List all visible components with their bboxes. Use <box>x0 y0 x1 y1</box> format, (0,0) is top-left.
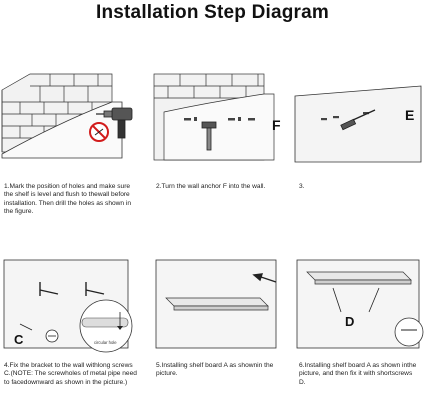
plaster-sheet <box>1 101 123 159</box>
screwdriver-icon <box>340 109 376 131</box>
step-4-panel: C circular hole 4.Fix the bracket to the… <box>0 250 140 406</box>
step-4-illustration: C circular hole <box>3 259 133 353</box>
screw-icon <box>332 287 380 313</box>
screw-icon <box>321 112 369 121</box>
screw-icon <box>19 323 59 343</box>
arrow-icon <box>252 273 277 283</box>
step-3-caption: 3. <box>299 183 305 190</box>
label-d: D <box>345 314 354 329</box>
shelf-board-icon <box>306 271 412 285</box>
step-6-illustration: D <box>296 259 424 349</box>
label-f: F <box>272 117 281 133</box>
plaster-sheet <box>163 93 275 161</box>
step-1-panel: 1.Mark the position of holes and make su… <box>0 62 140 215</box>
step-1-illustration <box>1 73 133 159</box>
wall-anchor-icon <box>184 117 255 121</box>
shelf-board-icon <box>165 297 269 311</box>
step-6-caption: 6.Installing shelf board A as shown inth… <box>299 362 417 386</box>
bracket-icon <box>39 282 105 296</box>
hammer-icon <box>201 121 217 151</box>
step-5-caption: 5.Installing shelf board A as shownin th… <box>156 362 274 378</box>
step-1-caption: 1.Mark the position of holes and make su… <box>4 183 132 216</box>
step-2-caption: 2.Turn the wall anchor F into the wall. <box>156 183 266 190</box>
step-3-illustration: E <box>294 85 422 163</box>
label-c: C <box>14 332 24 347</box>
step-3-panel: E 3. <box>293 62 423 190</box>
label-e: E <box>405 107 414 123</box>
drill-icon <box>96 107 133 139</box>
wall-panel <box>294 85 422 163</box>
metal-pipe-icon <box>81 312 129 330</box>
step-5-panel: 5.Installing shelf board A as shownin th… <box>150 250 290 406</box>
zoom-circle <box>394 317 424 347</box>
step-2-panel: F 2.Turn the wall anchor F into the wall… <box>150 62 290 190</box>
circular-hole-note: circular hole <box>94 340 117 345</box>
step-5-illustration <box>155 259 277 349</box>
prohibition-icon <box>89 122 109 142</box>
page-title: Installation Step Diagram <box>95 2 330 23</box>
step-6-panel: D 6.Installing shelf board A as shown in… <box>293 250 424 406</box>
step-4-caption: 4.Fix the bracket to the wall withlong s… <box>4 362 137 386</box>
step-2-illustration: F <box>153 73 281 161</box>
